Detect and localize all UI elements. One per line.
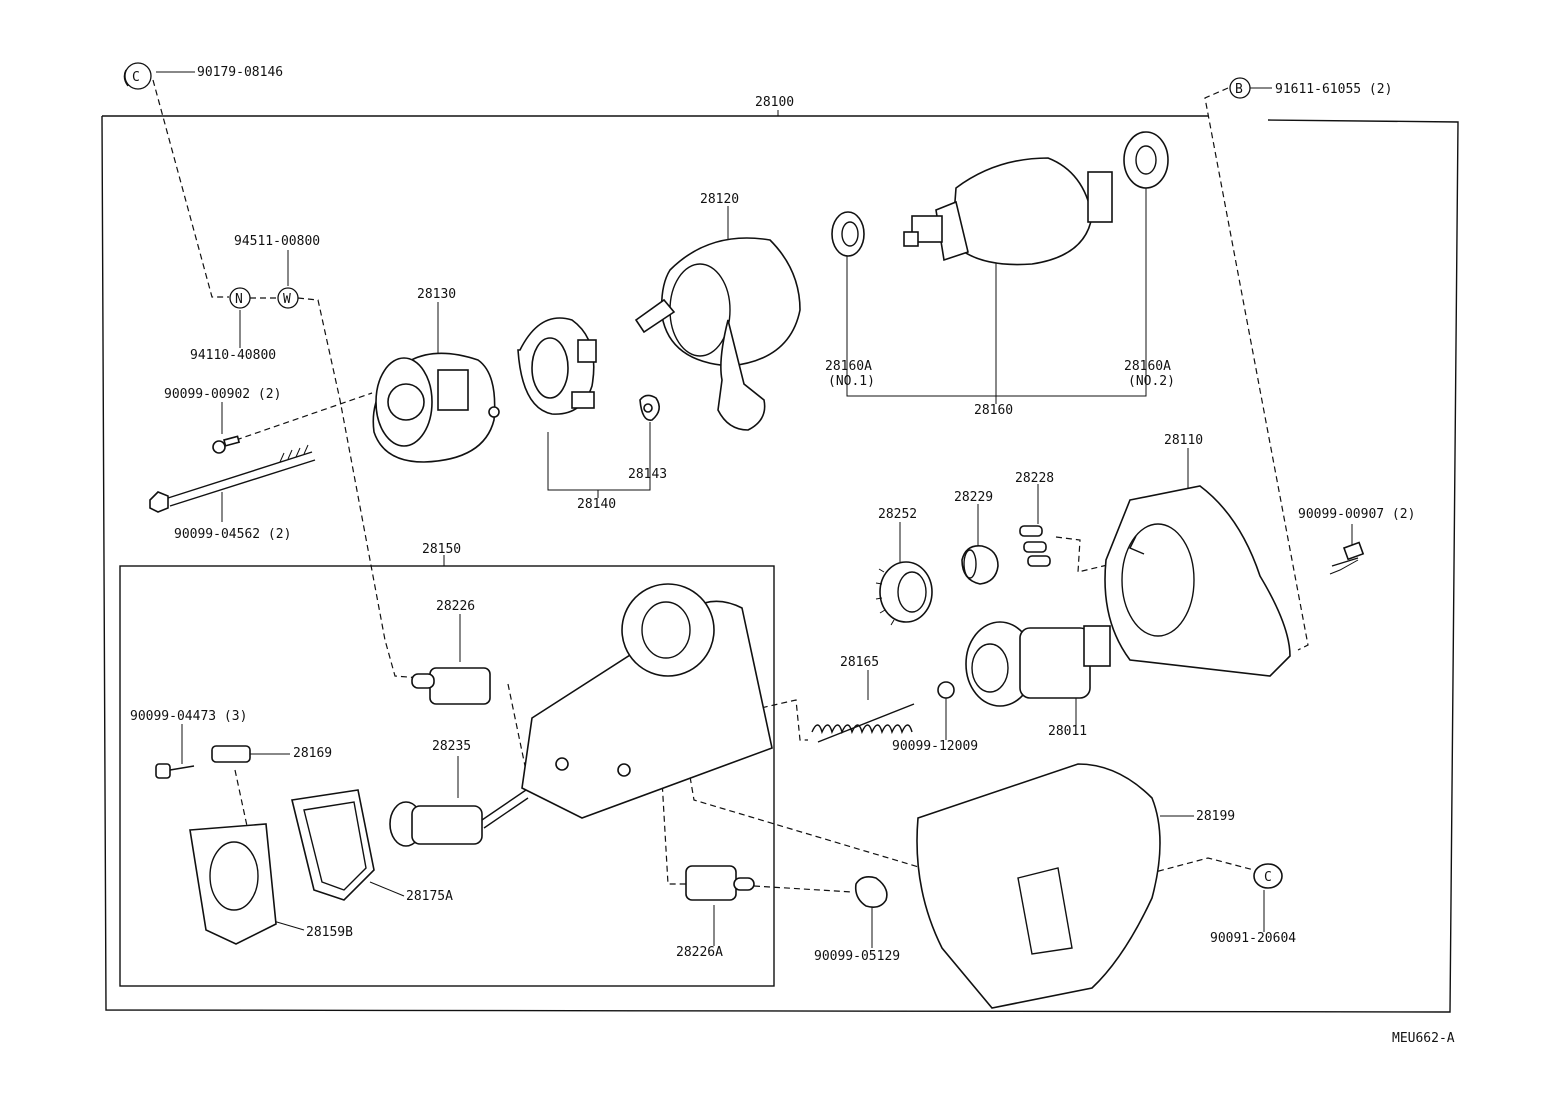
- through-bolt-90099-04562: [149, 444, 316, 513]
- roller-28228: [1019, 525, 1051, 567]
- label-91611-61055: 91611-61055 (2): [1275, 82, 1392, 97]
- gasket-28175a: [291, 789, 375, 901]
- label-28235: 28235: [432, 739, 471, 754]
- armature-28160: [903, 157, 1113, 266]
- label-28160a-no2: 28160A: [1124, 359, 1171, 374]
- retainer-28229: [961, 544, 999, 585]
- bolt-90099-00907: [1329, 541, 1365, 575]
- label-94110-40800: 94110-40800: [190, 348, 276, 363]
- label-28229: 28229: [954, 490, 993, 505]
- brush-holder-28140: [517, 317, 597, 415]
- label-90099-00907: 90099-00907 (2): [1298, 507, 1415, 522]
- symbol-w: W: [277, 287, 299, 309]
- label-90099-00902: 90099-00902 (2): [164, 387, 281, 402]
- label-90091-20604: 90091-20604: [1210, 931, 1296, 946]
- symbol-c-top: C: [123, 62, 152, 90]
- label-28226a: 28226A: [676, 945, 723, 960]
- plunger-28235: [389, 789, 529, 847]
- cover-28199: [916, 763, 1161, 1009]
- label-28150: 28150: [422, 542, 461, 557]
- switch-cover-28159b: [189, 823, 277, 945]
- yoke-assembly-28120: [634, 237, 801, 431]
- label-28175a: 28175A: [406, 889, 453, 904]
- label-28100: 28100: [755, 95, 794, 110]
- spring-28165: [811, 703, 915, 743]
- starter-clutch-28011: [965, 621, 1111, 707]
- svg-text:C: C: [1264, 870, 1272, 885]
- svg-text:N: N: [235, 292, 243, 307]
- label-28140: 28140: [577, 497, 616, 512]
- label-28143: 28143: [628, 467, 667, 482]
- label-28199: 28199: [1196, 809, 1235, 824]
- label-28160a-no1: 28160A: [825, 359, 872, 374]
- assembly-28150-box: [119, 565, 775, 987]
- ball-90099-12009: [937, 681, 955, 699]
- label-28169: 28169: [293, 746, 332, 761]
- label-28130: 28130: [417, 287, 456, 302]
- label-28165: 28165: [840, 655, 879, 670]
- bolt-90099-00902: [212, 435, 241, 454]
- label-90099-04562: 90099-04562 (2): [174, 527, 291, 542]
- cap-90091-20604: C: [1253, 863, 1283, 889]
- boot-90099-05129: [854, 876, 888, 908]
- bolt-90099-04473: [155, 763, 195, 779]
- svg-text:W: W: [283, 292, 291, 307]
- label-90099-12009: 90099-12009: [892, 739, 978, 754]
- label-28228: 28228: [1015, 471, 1054, 486]
- label-90099-04473: 90099-04473 (3): [130, 709, 247, 724]
- terminal-28226a: [685, 865, 755, 901]
- brush-spring-28143: [639, 394, 660, 421]
- label-90099-05129: 90099-05129: [814, 949, 900, 964]
- label-28120: 28120: [700, 192, 739, 207]
- magnetic-switch-housing: [521, 583, 773, 819]
- label-90179-08146: 90179-08146: [197, 65, 283, 80]
- label-28159b: 28159B: [306, 925, 353, 940]
- bearing-28160a-no2: [1123, 131, 1169, 189]
- svg-text:C: C: [132, 70, 140, 85]
- clip-28169: [211, 745, 251, 763]
- starter-housing-28110: [1104, 485, 1291, 677]
- symbol-b-top: B: [1229, 77, 1251, 99]
- label-28160a-no2-sub: (NO.2): [1128, 374, 1175, 389]
- label-28160: 28160: [974, 403, 1013, 418]
- svg-text:B: B: [1235, 82, 1243, 97]
- idler-gear-28252: [875, 561, 933, 626]
- label-28252: 28252: [878, 507, 917, 522]
- terminal-28226: [411, 667, 491, 705]
- label-28110: 28110: [1164, 433, 1203, 448]
- commutator-end-frame-28130: [372, 352, 500, 463]
- label-28226: 28226: [436, 599, 475, 614]
- drawing-code: MEU662-A: [1392, 1031, 1455, 1046]
- symbol-n: N: [229, 287, 251, 309]
- label-28011: 28011: [1048, 724, 1087, 739]
- label-94511-00800: 94511-00800: [234, 234, 320, 249]
- bearing-28160a-no1: [831, 211, 865, 257]
- label-28160a-no1-sub: (NO.1): [828, 374, 875, 389]
